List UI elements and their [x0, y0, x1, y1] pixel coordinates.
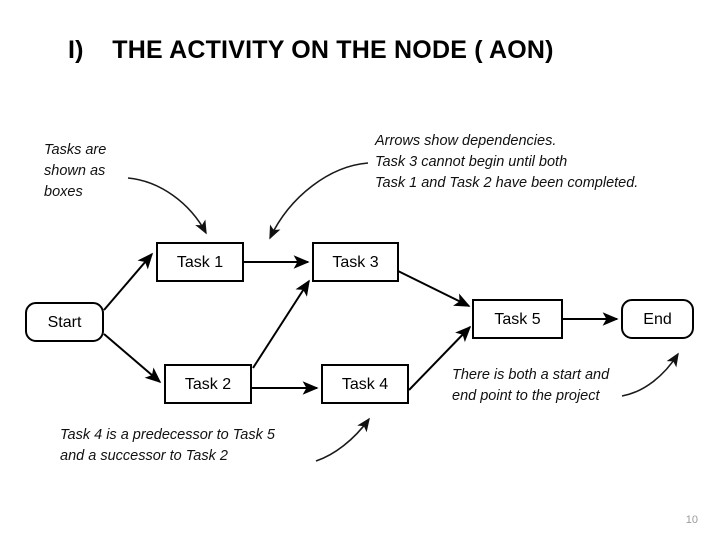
node-task4[interactable]: Task 4 [321, 364, 409, 404]
node-task2[interactable]: Task 2 [164, 364, 252, 404]
edge-task3-to-task5 [397, 270, 471, 307]
edge-task2-to-task3 [252, 279, 310, 369]
edge-start-to-task2 [103, 333, 162, 384]
node-task3[interactable]: Task 3 [312, 242, 399, 282]
callout-curve-task4-relation [315, 417, 370, 462]
page-title: I) THE ACTIVITY ON THE NODE ( AON) [68, 36, 554, 64]
callout-curve-arrows-dependencies [269, 162, 369, 240]
annotation-task4-relation: Task 4 is a predecessor to Task 5 and a … [60, 427, 275, 464]
annotation-arrows-show-dependencies: Arrows show dependencies. Task 3 cannot … [375, 133, 639, 191]
node-end[interactable]: End [621, 299, 694, 339]
edge-task4-to-task5 [408, 325, 472, 391]
node-start-label: Start [48, 314, 82, 331]
node-task4-label: Task 4 [342, 376, 388, 393]
callout-curve-tasks-are-boxes [127, 177, 207, 235]
node-task2-label: Task 2 [185, 376, 231, 393]
annotation-start-end-point: There is both a start and end point to t… [452, 367, 610, 404]
page-number: 10 [685, 514, 698, 526]
node-task5[interactable]: Task 5 [472, 299, 563, 339]
node-task3-label: Task 3 [332, 254, 378, 271]
node-task1-label: Task 1 [177, 254, 223, 271]
edge-start-to-task1 [103, 252, 154, 311]
node-start[interactable]: Start [25, 302, 104, 342]
callout-curve-start-end-point [621, 352, 679, 397]
node-end-label: End [643, 311, 671, 328]
node-task1[interactable]: Task 1 [156, 242, 244, 282]
node-task5-label: Task 5 [494, 311, 540, 328]
annotation-tasks-are-boxes: Tasks are shown as boxes [44, 142, 107, 200]
